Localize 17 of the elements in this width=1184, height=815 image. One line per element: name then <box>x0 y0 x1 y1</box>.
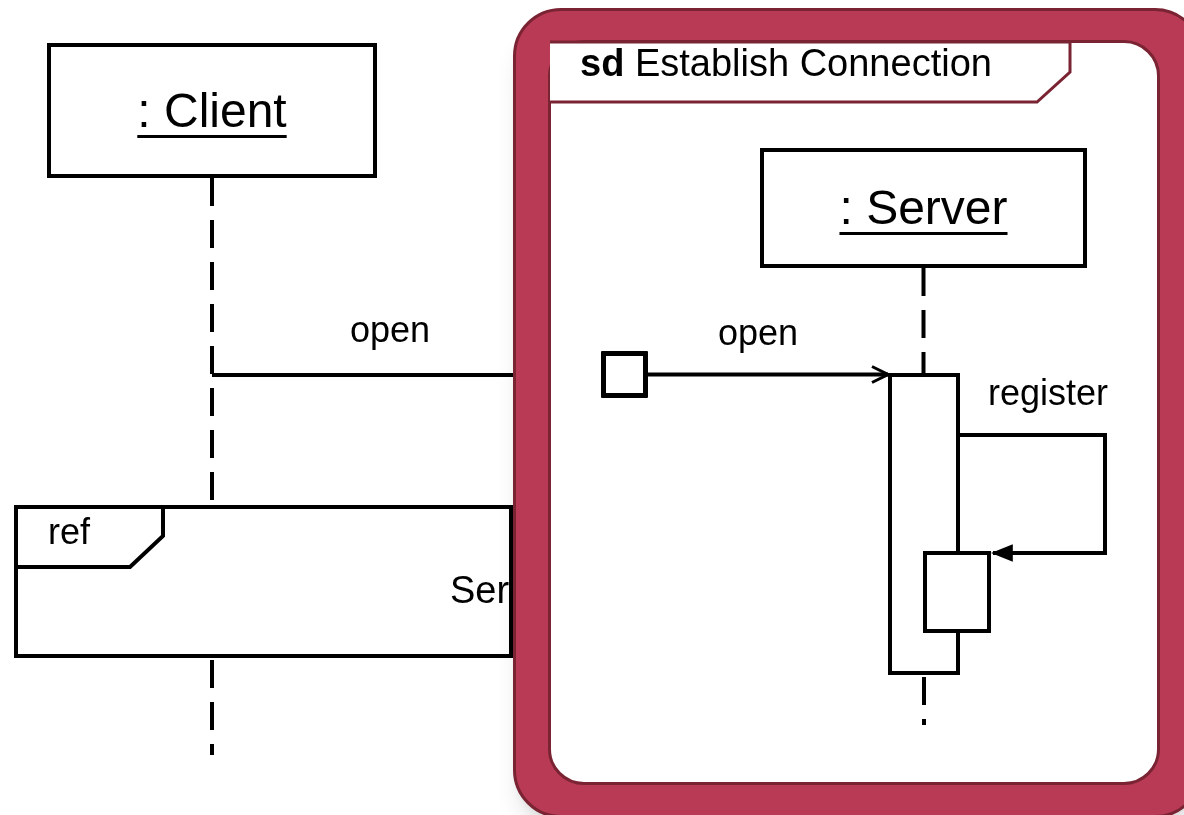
reference-name: Ser <box>450 571 510 609</box>
message-label: open <box>350 312 431 348</box>
frame-title: sd Establish Connection <box>580 44 992 82</box>
message-arrow <box>960 433 1107 562</box>
lifeline-head-box <box>760 148 1087 268</box>
message-arrow <box>648 365 890 384</box>
activation-bar <box>923 551 991 633</box>
lifeline <box>921 268 926 373</box>
sequence-frame <box>513 8 1184 815</box>
lifeline-head-box <box>47 43 377 178</box>
frame-keyword: ref <box>48 514 90 550</box>
lifeline-name: : Server <box>839 184 1008 232</box>
message-label: open <box>718 315 799 351</box>
gate-square <box>601 351 648 398</box>
message-label: register <box>988 375 1109 411</box>
lifeline-name: : Client <box>137 86 287 135</box>
reference-frame <box>14 505 513 658</box>
